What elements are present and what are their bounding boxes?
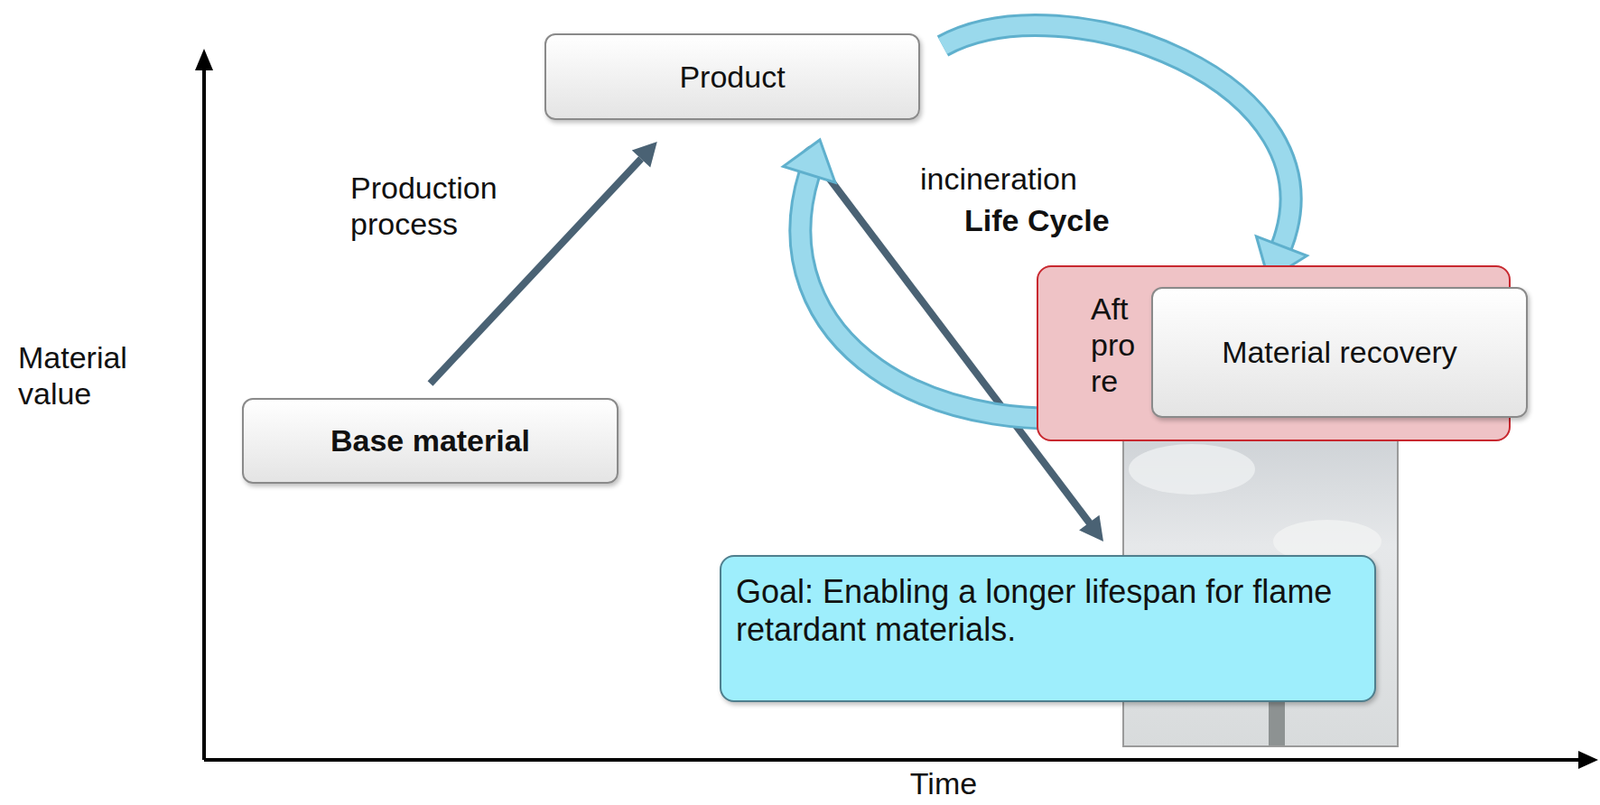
arrow-head (783, 139, 836, 183)
process-label: Production process (350, 169, 549, 242)
node-text: Base material (330, 422, 531, 459)
product-box: Product (544, 33, 921, 121)
value-axis (195, 48, 214, 761)
incineration-label: incineration (920, 160, 1137, 197)
axis-label: Material value (18, 339, 163, 412)
lifecycle-label: Life Cycle (964, 202, 1182, 239)
node-text: Aft pro re (1090, 290, 1145, 400)
arrow-head (632, 141, 658, 168)
axis-label: Time (889, 767, 998, 801)
goal-box: Goal: Enabling a longer lifespan for fla… (719, 555, 1377, 703)
node-text: Material recovery (1221, 334, 1458, 371)
recovery-box: Material recovery (1151, 287, 1528, 419)
flow-arrow (942, 25, 1307, 280)
arrow-outline (942, 25, 1292, 247)
time-axis (204, 751, 1599, 770)
node-text: Product (679, 58, 785, 95)
node-text: Goal: Enabling a longer lifespan for fla… (735, 573, 1360, 651)
arrow-shaft (942, 25, 1292, 247)
base-material-box: Base material (241, 398, 619, 484)
